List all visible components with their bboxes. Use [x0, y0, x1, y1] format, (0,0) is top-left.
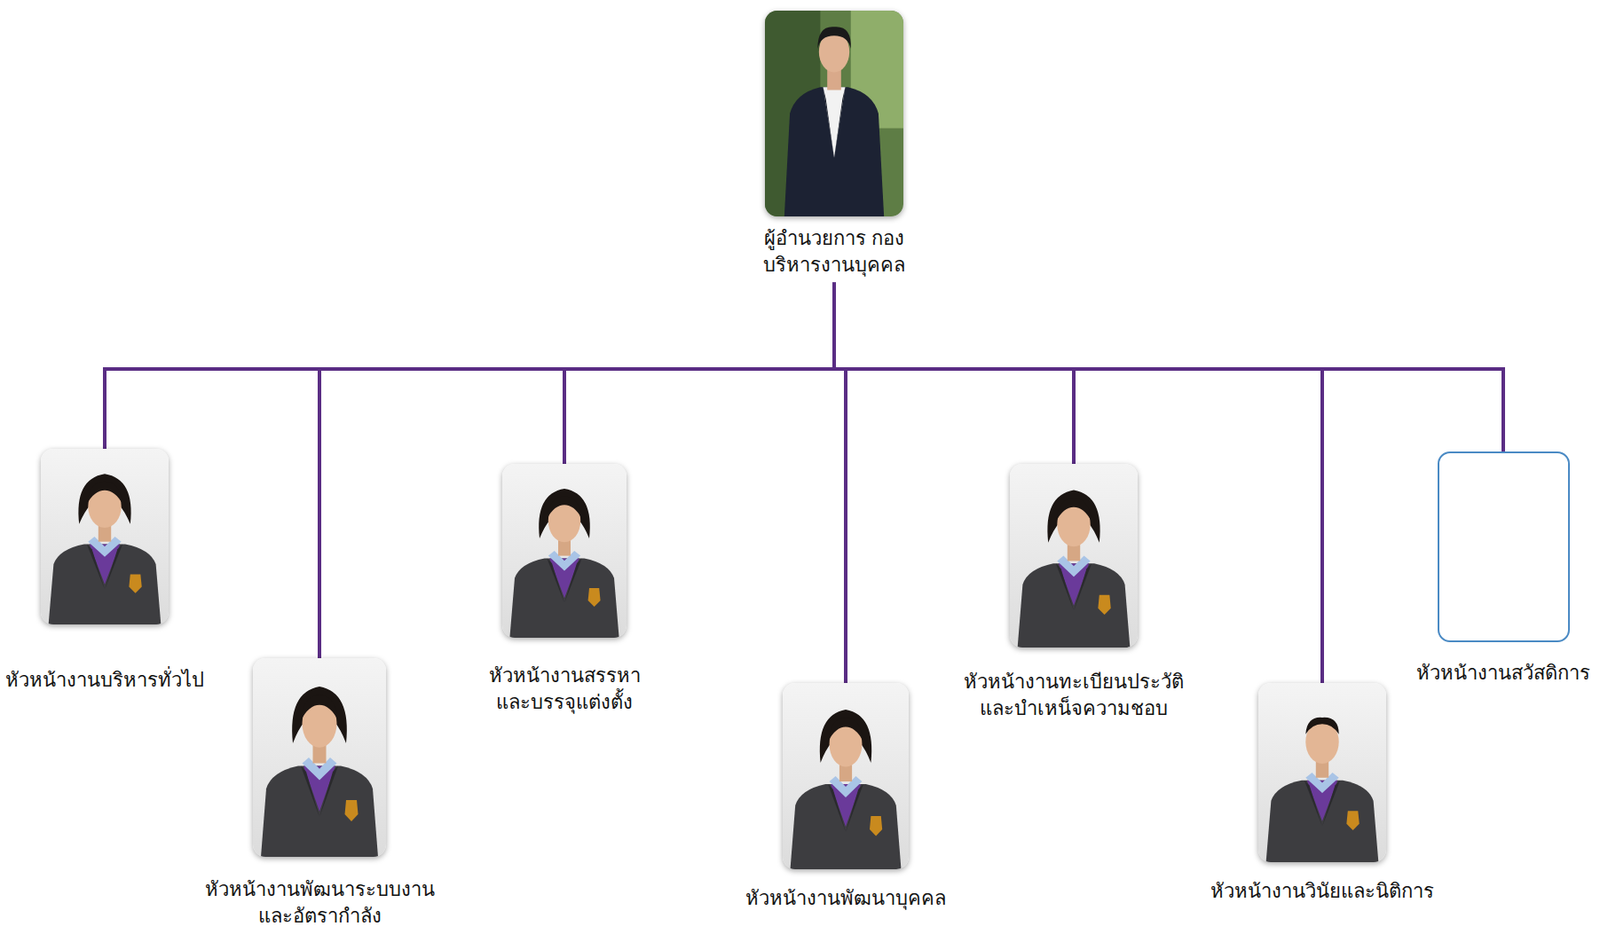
staff-card: หัวหน้างานสวัสดิการ — [1416, 451, 1591, 687]
photo-frame — [1437, 451, 1570, 643]
portrait-illustration — [1009, 464, 1138, 648]
hair — [1305, 717, 1339, 735]
hair — [546, 496, 582, 519]
portrait-illustration — [40, 449, 169, 625]
suit-lapel — [834, 86, 845, 158]
hair — [817, 26, 852, 49]
uniform-lapel — [845, 784, 864, 833]
uniform-lapel — [1073, 563, 1092, 611]
portrait-illustration — [252, 658, 387, 858]
role-caption: หัวหน้างานสวัสดิการ — [1416, 660, 1591, 687]
shirt — [823, 86, 846, 158]
portrait-illustration — [764, 10, 904, 217]
photo-frame — [252, 658, 387, 858]
neck — [827, 69, 842, 90]
uniform-lapel — [1304, 780, 1323, 828]
role-caption: หัวหน้างานทะเบียนประวัติ และบำเหน็จความช… — [961, 669, 1186, 724]
uniform-lapel — [300, 766, 320, 819]
photo-frame — [764, 10, 904, 217]
uniform-lapel — [1056, 563, 1074, 611]
role-caption: หัวหน้างานบริหารทั่วไป — [5, 667, 205, 694]
hair — [86, 481, 123, 505]
role-caption: หัวหน้างานพัฒนาระบบงาน และอัตรากำลัง — [203, 876, 437, 931]
photo-frame — [502, 464, 627, 639]
hair — [827, 717, 864, 742]
org-connector — [104, 283, 835, 450]
role-caption: ผู้อำนวยการ กองบริหารงานบุคคล — [745, 225, 924, 280]
suit-lapel — [823, 86, 835, 158]
director-card: ผู้อำนวยการ กองบริหารงานบุคคล — [745, 10, 924, 280]
staff-card: หัวหน้างานพัฒนาบุคคล — [745, 683, 946, 913]
role-caption: หัวหน้างานพัฒนาบุคคล — [745, 885, 946, 913]
portrait-illustration — [502, 464, 627, 639]
uniform-lapel — [1322, 780, 1340, 828]
org-connector — [834, 283, 1323, 684]
photo-frame — [40, 449, 169, 625]
university-emblem — [128, 574, 142, 593]
uniform-lapel — [86, 543, 105, 590]
staff-card: หัวหน้างานทะเบียนประวัติ และบำเหน็จความช… — [961, 464, 1186, 724]
hair — [1056, 497, 1092, 522]
photo-frame — [1258, 683, 1387, 863]
portrait-illustration — [782, 683, 909, 870]
hair — [300, 695, 339, 722]
staff-card: หัวหน้างานพัฒนาระบบงาน และอัตรากำลัง — [203, 658, 437, 931]
org-connector — [319, 283, 835, 659]
staff-card: หัวหน้างานบริหารทั่วไป — [5, 449, 205, 694]
photo-frame — [782, 683, 909, 870]
staff-card: หัวหน้างานสรรหา และบรรจุแต่งตั้ง — [487, 464, 643, 718]
uniform-lapel — [104, 543, 123, 590]
role-caption: หัวหน้างานสรรหา และบรรจุแต่งตั้ง — [487, 662, 643, 718]
uniform-lapel — [319, 766, 339, 819]
uniform-lapel — [546, 558, 565, 603]
university-emblem — [1097, 595, 1111, 615]
portrait-illustration — [1258, 683, 1387, 863]
role-caption: หัวหน้างานวินัยและนิติการ — [1210, 878, 1435, 906]
university-emblem — [869, 816, 883, 837]
university-emblem — [588, 588, 601, 607]
university-emblem — [345, 800, 359, 822]
university-emblem — [1346, 811, 1359, 831]
photo-frame — [1009, 464, 1138, 648]
photo-background — [764, 10, 904, 217]
suit-jacket — [784, 86, 884, 217]
org-connector — [564, 283, 835, 465]
org-connector — [834, 283, 1504, 452]
uniform-lapel — [564, 558, 583, 603]
org-connector — [834, 283, 1074, 465]
uniform-lapel — [827, 784, 846, 833]
staff-card: หัวหน้างานวินัยและนิติการ — [1210, 683, 1435, 906]
